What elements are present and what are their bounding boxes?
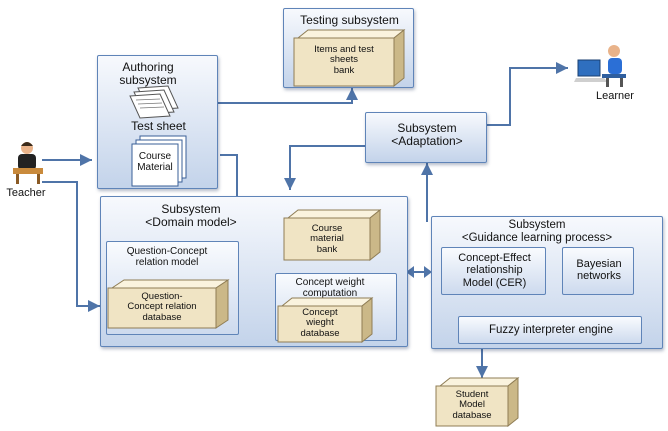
authoring-subsystem: Authoring subsystem Test sheet Course Ma… bbox=[97, 55, 218, 189]
guidance-subsystem-title: Subsystem <Guidance learning process> bbox=[461, 219, 613, 244]
test-sheet-label: Test sheet bbox=[131, 119, 186, 133]
guidance-subsystem: Subsystem <Guidance learning process> Co… bbox=[431, 216, 663, 349]
arrow-authoring-to-testing bbox=[218, 88, 358, 104]
student-db-label: Student Model database bbox=[452, 389, 492, 421]
items-bank-cube bbox=[293, 28, 406, 88]
cw-database-label: Concept wieght database bbox=[300, 307, 340, 339]
domain-model-title: Subsystem <Domain model> bbox=[145, 202, 237, 230]
concept-weight-database: Concept wieght database bbox=[276, 296, 378, 344]
qc-relation-database: Question- Concept relation database bbox=[104, 278, 234, 330]
course-material-label: Course Material bbox=[137, 151, 173, 174]
teacher-figure bbox=[10, 140, 46, 186]
learner-icon bbox=[574, 45, 626, 87]
adaptation-subsystem: Subsystem <Adaptation> bbox=[365, 112, 487, 163]
course-bank-cube bbox=[283, 208, 382, 262]
learner-figure bbox=[574, 42, 630, 88]
items-test-sheets-bank: Items and test sheets bank bbox=[290, 28, 408, 88]
fuzzy-interpreter-label: Fuzzy interpreter engine bbox=[488, 324, 613, 336]
student-db-cube bbox=[435, 376, 520, 428]
teacher-icon bbox=[13, 142, 43, 184]
test-sheet-stack-icon bbox=[129, 85, 187, 187]
teacher-label: Teacher bbox=[6, 187, 46, 199]
bayesian-networks-label: Bayesian networks bbox=[576, 258, 622, 283]
arrow-adaptation-to-domain bbox=[284, 145, 365, 190]
course-bank-label: Course material bank bbox=[310, 223, 344, 255]
concept-weight-title: Concept weight computation bbox=[295, 277, 365, 300]
course-material-bank: Course material bank bbox=[282, 208, 386, 262]
qc-database-cube bbox=[107, 279, 230, 329]
qc-database-label: Question- Concept relation database bbox=[127, 291, 197, 323]
cer-model-label: Concept-Effect relationship Model (CER) bbox=[458, 252, 531, 289]
learner-label: Learner bbox=[596, 90, 634, 102]
question-concept-model-title: Question-Concept relation model bbox=[126, 246, 208, 269]
items-bank-label: Items and test sheets bank bbox=[314, 44, 374, 76]
authoring-subsystem-title: Authoring subsystem bbox=[119, 60, 177, 88]
testing-subsystem-title: Testing subsystem bbox=[300, 13, 399, 27]
cer-model-box: Concept-Effect relationship Model (CER) bbox=[441, 247, 546, 295]
adaptation-subsystem-title: Subsystem <Adaptation> bbox=[391, 121, 463, 149]
arrow-adaptation-to-learner bbox=[487, 62, 568, 126]
cw-database-cube bbox=[277, 296, 374, 344]
arrow-teacher-to-qc-database bbox=[42, 181, 100, 312]
student-model-database: Student Model database bbox=[434, 376, 524, 428]
fuzzy-interpreter-box: Fuzzy interpreter engine bbox=[458, 316, 642, 344]
bayesian-networks-box: Bayesian networks bbox=[562, 247, 634, 295]
